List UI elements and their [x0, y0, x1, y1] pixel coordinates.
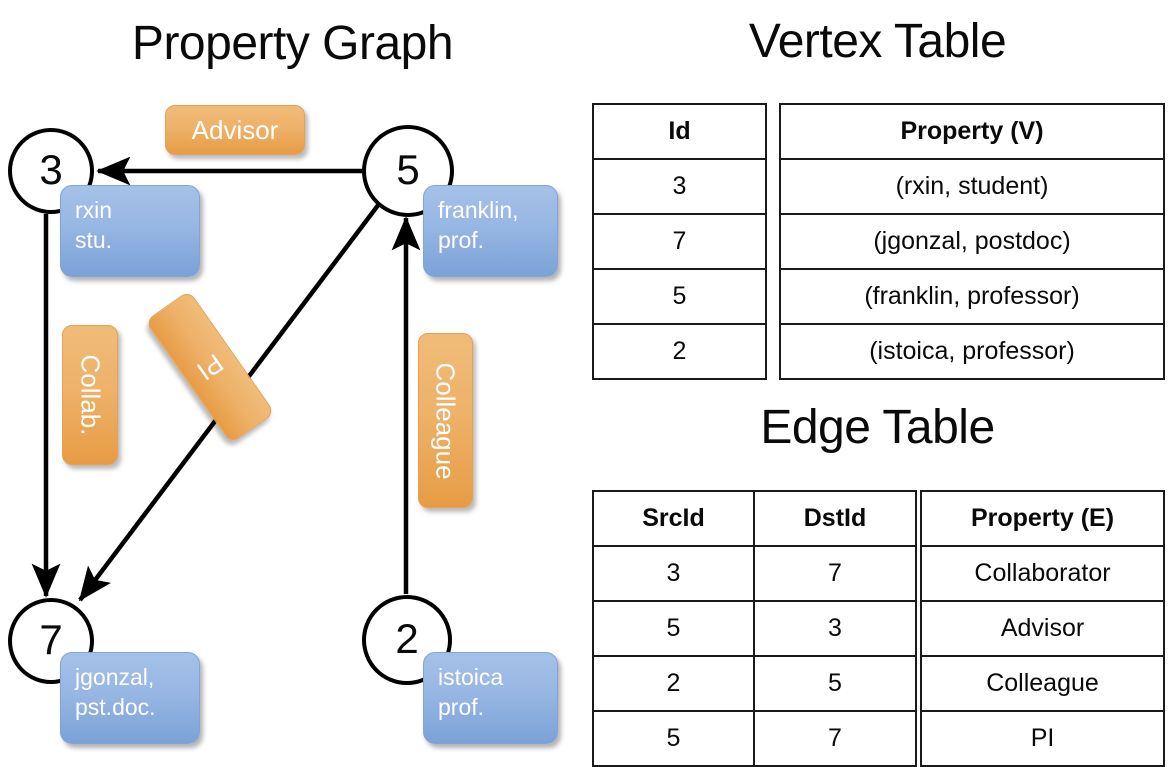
edge-table-cell-srcid: 5 — [592, 600, 755, 657]
vertex-table-id-grid: Id 3 7 5 2 — [592, 103, 767, 380]
edge-table-cell-property: Advisor — [920, 600, 1165, 657]
table-header-row: Property (V) — [779, 103, 1165, 160]
edge-label-collab-text: Collab. — [75, 354, 105, 436]
graph-edge-label-collab[interactable]: Collab. — [62, 325, 118, 465]
graph-vertex-2[interactable]: 2 — [362, 595, 452, 685]
graph-vertex-2-label: 2 — [395, 615, 419, 662]
edge-table-cell-dstid: 7 — [753, 710, 917, 767]
edge-table-cell-dstid: 7 — [753, 545, 917, 602]
property-graph-diagram: 3 5 7 2 rxin stu. franklin, prof. jgonza… — [0, 0, 585, 760]
graph-vertex-3-property-chip[interactable]: rxin stu. — [60, 185, 200, 277]
edge-label-colleague-text: Colleague — [430, 361, 461, 480]
table-row[interactable]: 3 — [592, 158, 767, 215]
table-header-row: SrcId DstId — [592, 490, 917, 547]
page-title-vertex-table: Vertex Table — [748, 15, 1007, 68]
table-row[interactable]: (jgonzal, postdoc) — [779, 213, 1165, 270]
table-row[interactable]: 7 — [592, 213, 767, 270]
table-row[interactable]: (rxin, student) — [779, 158, 1165, 215]
edge-table-cell-srcid: 5 — [592, 710, 755, 767]
vertex-table-cell-id: 3 — [592, 158, 767, 215]
vertex-table-cell-id: 2 — [592, 323, 767, 380]
edge-label-advisor-text: Advisor — [191, 115, 279, 145]
edge-table-cell-property: Colleague — [920, 655, 1165, 712]
vertex-table-header-id: Id — [592, 103, 767, 160]
edge-label-pi-text: PI — [191, 347, 229, 387]
edge-table-id-grid: SrcId DstId 3 7 5 3 2 5 5 7 — [592, 490, 917, 767]
vertex-table-cell-id: 7 — [592, 213, 767, 270]
graph-vertex-7-property-chip[interactable]: jgonzal, pst.doc. — [60, 652, 200, 744]
vertex-table-property-column: Property (V) (rxin, student) (jgonzal, p… — [779, 103, 1165, 380]
edge-table-property-grid: Property (E) Collaborator Advisor Collea… — [920, 490, 1165, 767]
vertex-7-prop-line-2: pst.doc. — [75, 693, 156, 720]
table-header-row: Property (E) — [920, 490, 1165, 547]
graph-vertex-5-label: 5 — [396, 146, 420, 193]
graph-vertex-2-property-chip[interactable]: istoica prof. — [423, 652, 558, 744]
graph-edge-label-advisor[interactable]: Advisor — [165, 105, 305, 155]
table-row[interactable]: (istoica, professor) — [779, 323, 1165, 380]
vertex-3-prop-line-2: stu. — [75, 226, 113, 253]
graph-vertex-3-label: 3 — [39, 146, 63, 193]
table-row[interactable]: 5 7 — [592, 710, 917, 767]
graph-vertex-5[interactable]: 5 — [362, 125, 454, 217]
vertex-table-cell-id: 5 — [592, 268, 767, 325]
edge-table-cell-dstid: 5 — [753, 655, 917, 712]
vertex-2-prop-line-2: prof. — [438, 693, 485, 720]
page-title-edge-table: Edge Table — [760, 401, 995, 454]
edge-table-header-property: Property (E) — [920, 490, 1165, 547]
edge-table-header-dstid: DstId — [753, 490, 917, 547]
table-row[interactable]: (franklin, professor) — [779, 268, 1165, 325]
vertex-table-cell-property: (franklin, professor) — [779, 268, 1165, 325]
graph-edge-label-colleague[interactable]: Colleague — [418, 333, 473, 508]
edge-table-id-columns: SrcId DstId 3 7 5 3 2 5 5 7 — [592, 490, 917, 767]
graph-vertex-5-property-chip[interactable]: franklin, prof. — [423, 185, 558, 277]
vertex-7-prop-line-1: jgonzal, — [75, 664, 155, 690]
vertex-3-prop-line-1: rxin — [75, 197, 113, 223]
table-row[interactable]: 2 5 — [592, 655, 917, 712]
vertex-5-prop-line-1: franklin, — [438, 197, 519, 223]
table-row[interactable]: PI — [920, 710, 1165, 767]
vertex-5-prop-line-2: prof. — [438, 226, 485, 253]
graph-vertex-7-label: 7 — [39, 616, 63, 663]
edge-table-header-srcid: SrcId — [592, 490, 755, 547]
table-row[interactable]: 3 7 — [592, 545, 917, 602]
table-row[interactable]: 5 — [592, 268, 767, 325]
vertex-table-id-column: Id 3 7 5 2 — [592, 103, 767, 380]
vertex-table-property-grid: Property (V) (rxin, student) (jgonzal, p… — [779, 103, 1165, 380]
vertex-table-cell-property: (jgonzal, postdoc) — [779, 213, 1165, 270]
edge-table-cell-property: PI — [920, 710, 1165, 767]
table-row[interactable]: Advisor — [920, 600, 1165, 657]
table-row[interactable]: 2 — [592, 323, 767, 380]
vertex-table-header-property: Property (V) — [779, 103, 1165, 160]
edge-table-cell-srcid: 2 — [592, 655, 755, 712]
edge-table-cell-srcid: 3 — [592, 545, 755, 602]
table-row[interactable]: Collaborator — [920, 545, 1165, 602]
vertex-table-cell-property: (istoica, professor) — [779, 323, 1165, 380]
page-title-property-graph: Property Graph — [131, 17, 454, 70]
table-header-row: Id — [592, 103, 767, 160]
vertex-2-prop-line-1: istoica — [438, 664, 504, 690]
edge-table-property-column: Property (E) Collaborator Advisor Collea… — [920, 490, 1165, 767]
table-row[interactable]: 5 3 — [592, 600, 917, 657]
vertex-table-cell-property: (rxin, student) — [779, 158, 1165, 215]
table-row[interactable]: Colleague — [920, 655, 1165, 712]
edge-table-cell-dstid: 3 — [753, 600, 917, 657]
edge-table-cell-property: Collaborator — [920, 545, 1165, 602]
